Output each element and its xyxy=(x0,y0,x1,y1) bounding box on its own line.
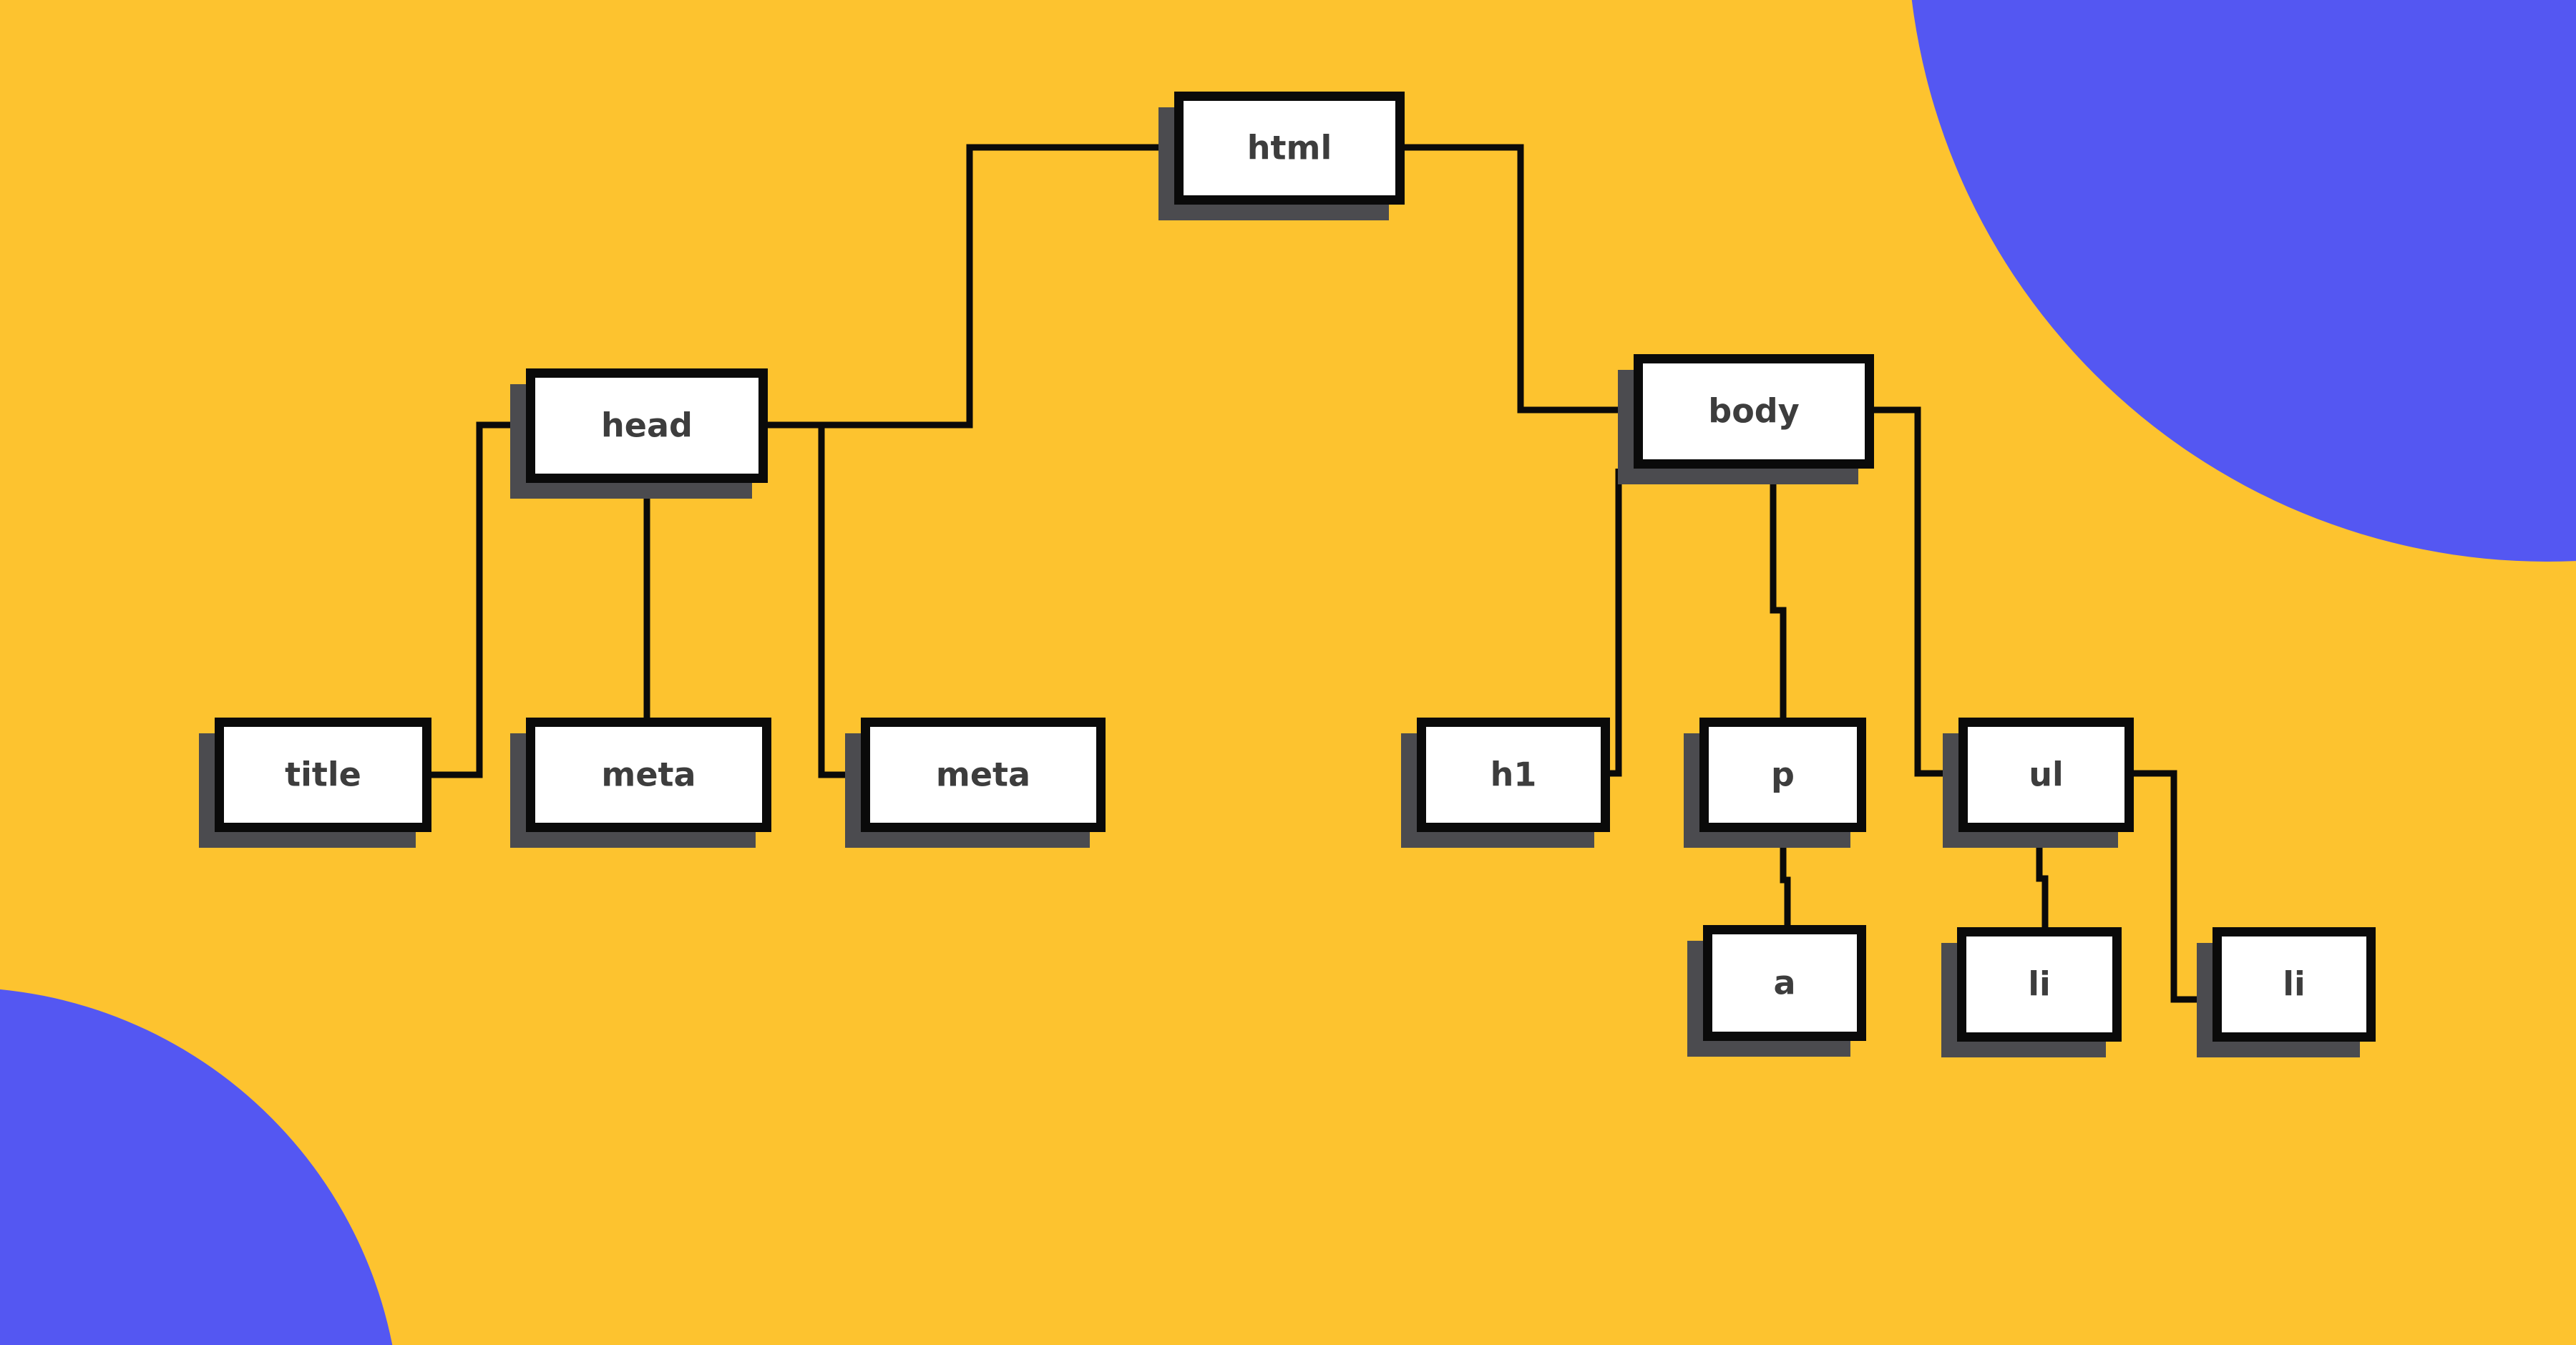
blob-top-right xyxy=(1911,0,2576,562)
node-label: li xyxy=(2283,965,2306,1004)
node-meta1[interactable]: meta xyxy=(510,718,771,848)
node-li1[interactable]: li xyxy=(1941,927,2122,1058)
node-box xyxy=(1174,92,1405,205)
node-html[interactable]: html xyxy=(1158,92,1405,221)
node-ul[interactable]: ul xyxy=(1943,718,2134,848)
edge-group xyxy=(431,144,2212,1003)
node-title[interactable]: title xyxy=(199,718,431,848)
blob-bottom-left xyxy=(0,989,393,1345)
node-label: p xyxy=(1771,755,1795,794)
node-label: ul xyxy=(2029,755,2064,794)
node-box xyxy=(1703,925,1866,1041)
node-label: title xyxy=(285,755,361,794)
node-box xyxy=(1958,718,2134,832)
edge-body-to-p xyxy=(1770,469,1787,718)
node-label: html xyxy=(1247,129,1332,167)
edge-body-to-ul xyxy=(1874,406,1958,777)
edge-head-to-title xyxy=(431,421,526,778)
node-meta2[interactable]: meta xyxy=(845,718,1106,848)
node-box xyxy=(526,718,771,832)
edge-body-to-h1 xyxy=(1610,469,1622,777)
node-box xyxy=(1957,927,2122,1042)
edge-html-to-body xyxy=(1405,144,1634,414)
edge-ul-to-li1 xyxy=(2036,832,2049,927)
node-label: body xyxy=(1708,392,1799,431)
node-label: meta xyxy=(936,755,1030,794)
node-a[interactable]: a xyxy=(1687,925,1866,1057)
edge-html-to-head xyxy=(768,144,1174,429)
node-box xyxy=(526,368,768,483)
node-label: meta xyxy=(601,755,696,794)
node-h1[interactable]: h1 xyxy=(1401,718,1610,848)
node-box xyxy=(2212,927,2376,1042)
node-box xyxy=(1634,354,1874,469)
node-box xyxy=(1699,718,1866,832)
node-label: li xyxy=(2028,965,2051,1004)
node-label: h1 xyxy=(1491,755,1537,794)
node-box xyxy=(861,718,1106,832)
edge-ul-to-li2 xyxy=(2134,770,2212,1003)
edge-p-to-a xyxy=(1780,832,1791,925)
node-li2[interactable]: li xyxy=(2197,927,2376,1058)
edge-head-to-meta2 xyxy=(768,421,861,778)
node-group: html head body title meta meta h1 p ul a li li xyxy=(199,92,2376,1058)
node-box xyxy=(215,718,431,832)
node-label: head xyxy=(601,406,693,445)
node-label: a xyxy=(1773,964,1795,1002)
node-p[interactable]: p xyxy=(1684,718,1866,848)
node-box xyxy=(1417,718,1610,832)
node-head[interactable]: head xyxy=(510,368,768,499)
node-body[interactable]: body xyxy=(1618,354,1874,485)
